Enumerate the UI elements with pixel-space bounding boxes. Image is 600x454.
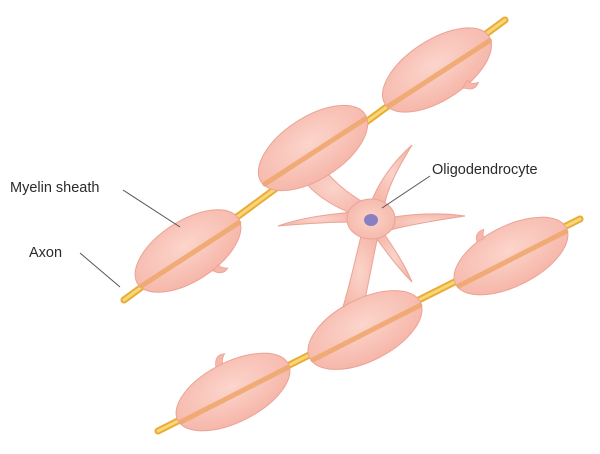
nucleus [364,214,378,226]
myelin-sheath-upper-1 [134,209,242,293]
myelin-sheath-upper-3 [381,27,493,113]
oligodendrocyte-leader [381,175,431,209]
myelin-sheath-lower-2 [307,290,423,370]
oligodendrocyte-label: Oligodendrocyte [432,162,538,178]
myelin-sheath-lower-3 [453,216,569,296]
axon-leader [79,252,121,288]
myelin-sheath-leader [122,189,181,228]
myelin-sheath-lower-1 [175,352,291,432]
myelin-sheath-upper-2 [257,104,369,192]
myelin-sheath-label: Myelin sheath [10,180,100,196]
axon-label: Axon [29,245,63,261]
